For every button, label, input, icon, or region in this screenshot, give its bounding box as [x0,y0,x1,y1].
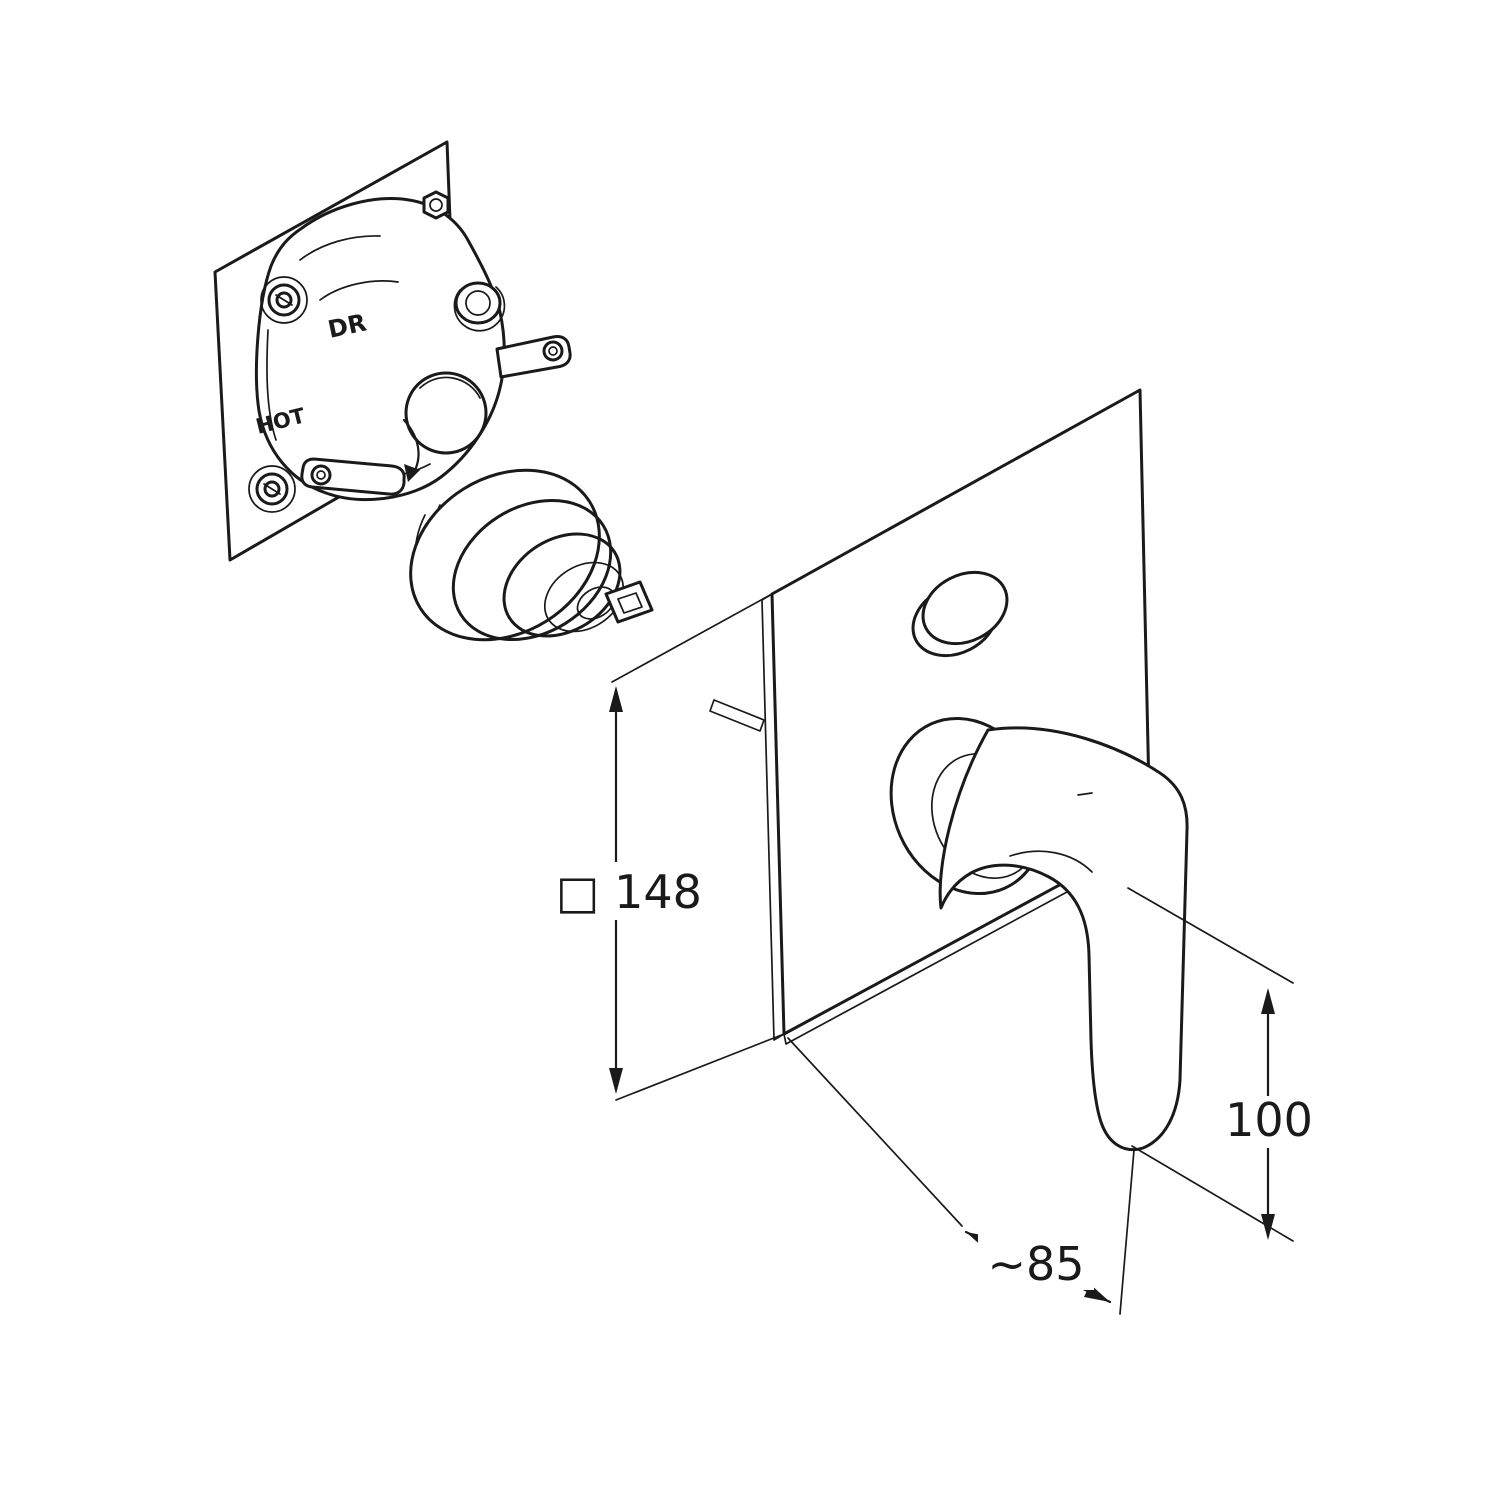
dimension-projection-85: ~85 [787,1037,1135,1315]
dimension-label-100: 100 [1225,1093,1313,1147]
dimension-handle-100: 100 [1127,887,1318,1242]
cartridge [409,468,654,642]
trim-assembly [709,388,1189,1151]
hex-fitting [422,190,450,220]
dimension-plate-148: □ 148 [548,593,785,1101]
handle-detail-dash [1077,792,1093,796]
mounting-screw-bottom [248,465,296,513]
valve-body-outline [254,197,506,502]
lever-handle [938,726,1189,1151]
concealed-valve-assembly: DR HOT [213,140,654,642]
limit-pin [709,699,765,732]
valve-body-detail [319,280,399,301]
dimension-label-148: □ 148 [556,865,702,919]
shutoff-lever-left [300,457,406,496]
dimension-label-85: ~85 [987,1237,1084,1291]
valve-body-detail [266,329,277,441]
valve-body-detail [299,235,381,261]
rotation-arrow [402,418,420,482]
mounting-screw-top [260,276,308,324]
cartridge-square-spindle [604,580,654,624]
diverter-button [911,570,1009,658]
valve-central-opening [404,371,488,455]
shutoff-lever-right [495,335,572,379]
threaded-port [453,281,506,332]
handle-detail-line [1009,850,1093,873]
